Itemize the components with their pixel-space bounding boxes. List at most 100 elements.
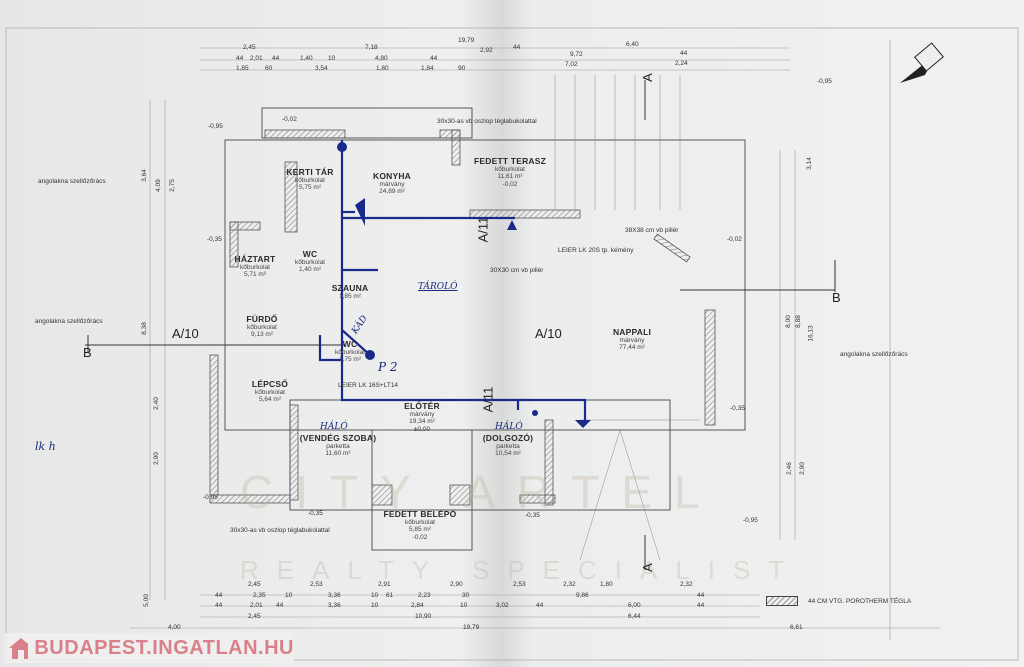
logo-text: BUDAPEST.INGATLAN.HU: [34, 636, 294, 659]
dim: 44: [215, 592, 223, 599]
dim: 90: [458, 65, 466, 72]
dim: 6,00: [628, 602, 641, 609]
dim: 1,84: [421, 65, 434, 72]
section-a10-right: A/10: [535, 326, 562, 341]
plumbing-points: [337, 142, 591, 428]
dim: 6,44: [628, 613, 641, 620]
section-a10-left: A/10: [172, 326, 199, 341]
section-a11-bottom: A/11: [480, 386, 496, 413]
dim: 7,18: [365, 44, 378, 51]
dim: 3,54: [315, 65, 328, 72]
handwritten-storage: TÁROLÓ: [418, 282, 458, 292]
dim: 44: [697, 602, 705, 609]
dim: 3,36: [328, 602, 341, 609]
dim: 10: [285, 592, 293, 599]
dim: 16,13: [807, 325, 815, 342]
watermark-title: CITY ARTEL: [240, 466, 722, 518]
note-vent-left-1: angolakna szellőzőrács: [38, 178, 106, 185]
dim: 2,45: [243, 44, 256, 51]
site-logo[interactable]: BUDAPEST.INGATLAN.HU: [4, 633, 294, 663]
dim: 2,90: [152, 452, 160, 465]
section-a-top: A: [639, 73, 655, 82]
note-column-bottom: 30x30-as vb oszlop téglabukolattal: [230, 527, 330, 534]
legend-label: 44 CM VTG. POROTHERM TÉGLA: [808, 597, 912, 605]
level-mark: -0,35: [730, 405, 745, 412]
dim: 3,36: [328, 592, 341, 599]
dim: 4,80: [375, 55, 388, 62]
dim: 44: [680, 50, 688, 57]
dim: 44: [430, 55, 438, 62]
note-vent-right: angolakna szellőzőrács: [840, 351, 908, 358]
brick-walls: [209, 129, 716, 506]
note-pillar-30: 30X30 cm vb pillér: [490, 267, 544, 274]
dim: 2,32: [680, 581, 693, 588]
section-a11-top: A/11: [475, 216, 491, 243]
dim: 10,90: [415, 613, 432, 620]
walls: [224, 107, 746, 551]
dim: 3,02: [496, 602, 509, 609]
level-mark: -0,35: [207, 236, 222, 243]
dim: 19,79: [463, 624, 480, 631]
dim: 44: [272, 55, 280, 62]
level-mark: -0,35: [308, 510, 323, 517]
note-pillar-38: 38X38 cm vb pillér: [625, 227, 679, 234]
level-mark: -0,95: [203, 494, 218, 501]
dim: 2,75: [168, 179, 176, 192]
dim: 1,80: [376, 65, 389, 72]
dim: 2,91: [378, 581, 391, 588]
note-column-top: 30x30-as vb oszlop téglabukolattal: [437, 118, 537, 125]
dim: 1,85: [236, 65, 249, 72]
level-mark: -0,02: [727, 236, 742, 243]
dim: 44: [276, 602, 284, 609]
dim: 3,64: [140, 169, 148, 182]
dim: 6,61: [790, 624, 803, 631]
level-mark: -0,95: [817, 78, 832, 85]
section-b-right: B: [832, 290, 841, 305]
dim: 1,40: [300, 55, 313, 62]
dim: 1,80: [600, 581, 613, 588]
note-lintel: LEIER LK 16S+LT14: [338, 382, 399, 389]
dim: 2,46: [785, 462, 793, 475]
dim: 8,38: [140, 322, 148, 335]
section-a-bottom: A: [639, 563, 655, 572]
dim: 10: [371, 592, 379, 599]
dim: 60: [265, 65, 273, 72]
dim: 9,72: [570, 51, 583, 58]
level-mark: -0,95: [208, 123, 223, 130]
dim: 2,23: [418, 592, 431, 599]
dim: 7,02: [565, 61, 578, 68]
dim: 5,00: [142, 594, 150, 607]
dim: 10: [460, 602, 468, 609]
dim: 2,53: [310, 581, 323, 588]
note-chimney: LEIER LK 20S tp. kémény: [558, 247, 634, 254]
dim: 44: [215, 602, 223, 609]
dim: 44: [236, 55, 244, 62]
dim: 30: [462, 592, 470, 599]
dim: 8,00: [784, 315, 792, 328]
dim: 2,90: [450, 581, 463, 588]
dim: 4,00: [168, 624, 181, 631]
dim: 44: [513, 44, 521, 51]
dim: 2,45: [248, 613, 261, 620]
dim: 44: [697, 592, 705, 599]
section-lines: [85, 80, 836, 570]
dim: 10: [371, 602, 379, 609]
dim: 3,14: [805, 157, 813, 170]
legend: 44 CM VTG. POROTHERM TÉGLA: [766, 596, 911, 606]
handwritten-bedroom-1: HÁLÓ: [320, 422, 348, 432]
level-mark: -0,35: [525, 512, 540, 519]
dim: 2,24: [675, 60, 688, 67]
